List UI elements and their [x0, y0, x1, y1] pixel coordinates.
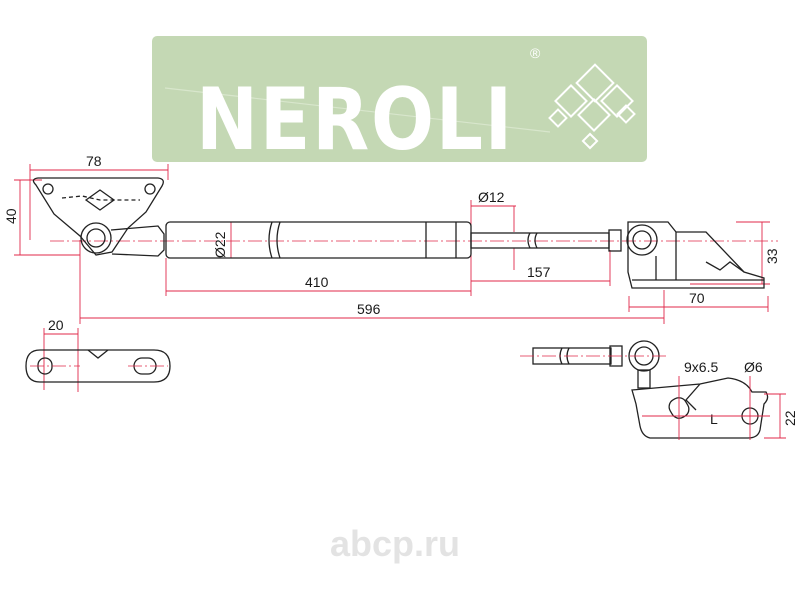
left-eye [80, 222, 112, 254]
dim-right-bracket-height: 33 [764, 248, 780, 264]
dim-slot-size: 9x6.5 [684, 359, 718, 375]
registered-mark: ® [530, 45, 541, 61]
dim-hole-diameter: Ø6 [744, 359, 763, 375]
dim-rod-length: 157 [527, 264, 551, 280]
dim-right-bracket-width: 70 [689, 290, 705, 306]
dim-cylinder-diameter: Ø22 [212, 231, 228, 258]
dim-bracket-width: 78 [86, 153, 102, 169]
left-bracket [32, 177, 164, 256]
brand-banner-background [152, 36, 647, 162]
watermark-text: abcp.ru [330, 523, 460, 564]
diamond-lattice-icon [548, 63, 636, 150]
left-plate-detail: 20 [25, 317, 171, 392]
brand-banner: NEROLI ® [152, 36, 647, 170]
piston-rod [470, 229, 622, 252]
dim-plate-height: 22 [782, 410, 798, 426]
dimension-labels: 78 40 Ø22 Ø12 410 157 596 33 70 [3, 153, 780, 317]
side-mark: L [710, 411, 718, 427]
right-plate-detail: L 9x6.5 Ø6 22 [520, 340, 798, 440]
dimension-lines [14, 164, 778, 324]
dim-rod-diameter: Ø12 [478, 189, 505, 205]
right-bracket [627, 221, 765, 289]
brand-logo-text: NEROLI [196, 70, 514, 170]
gas-spring-assembly [32, 177, 765, 289]
dim-cylinder-length: 410 [305, 274, 329, 290]
right-eye [626, 224, 658, 256]
dim-total-length: 596 [357, 301, 381, 317]
dim-left-plate-offset: 20 [48, 317, 64, 333]
dim-bracket-height: 40 [3, 208, 19, 224]
